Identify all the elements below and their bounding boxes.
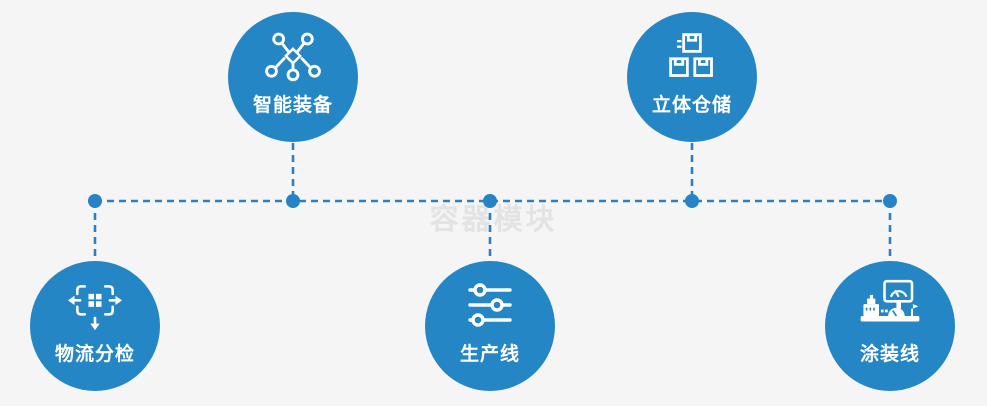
node-production-line: 生产线 — [425, 261, 555, 391]
junction-dot — [883, 194, 897, 208]
node-label: 智能装备 — [252, 94, 333, 116]
distribute-arrows-icon — [67, 278, 123, 332]
junction-dot — [88, 194, 102, 208]
junction-dot — [286, 194, 300, 208]
node-circle: 智能装备 — [228, 12, 358, 142]
node-circle: 立体仓储 — [627, 12, 757, 142]
stacked-boxes-icon — [666, 29, 718, 83]
junction-dot — [483, 194, 497, 208]
node-painting-line: 涂装线 — [825, 261, 955, 391]
node-label: 立体仓储 — [651, 94, 732, 116]
control-console-icon — [857, 278, 923, 332]
node-label: 生产线 — [459, 343, 520, 365]
node-label: 涂装线 — [859, 343, 920, 365]
node-circle: 生产线 — [425, 261, 555, 391]
node-logistics-sorting: 物流分检 — [30, 261, 160, 391]
network-nodes-icon — [264, 29, 322, 83]
junction-dot — [685, 194, 699, 208]
node-warehouse: 立体仓储 — [627, 12, 757, 142]
node-label: 物流分检 — [54, 343, 135, 365]
node-circle: 涂装线 — [825, 261, 955, 391]
node-smart-equipment: 智能装备 — [228, 12, 358, 142]
sliders-icon — [462, 278, 518, 332]
node-circle: 物流分检 — [30, 261, 160, 391]
